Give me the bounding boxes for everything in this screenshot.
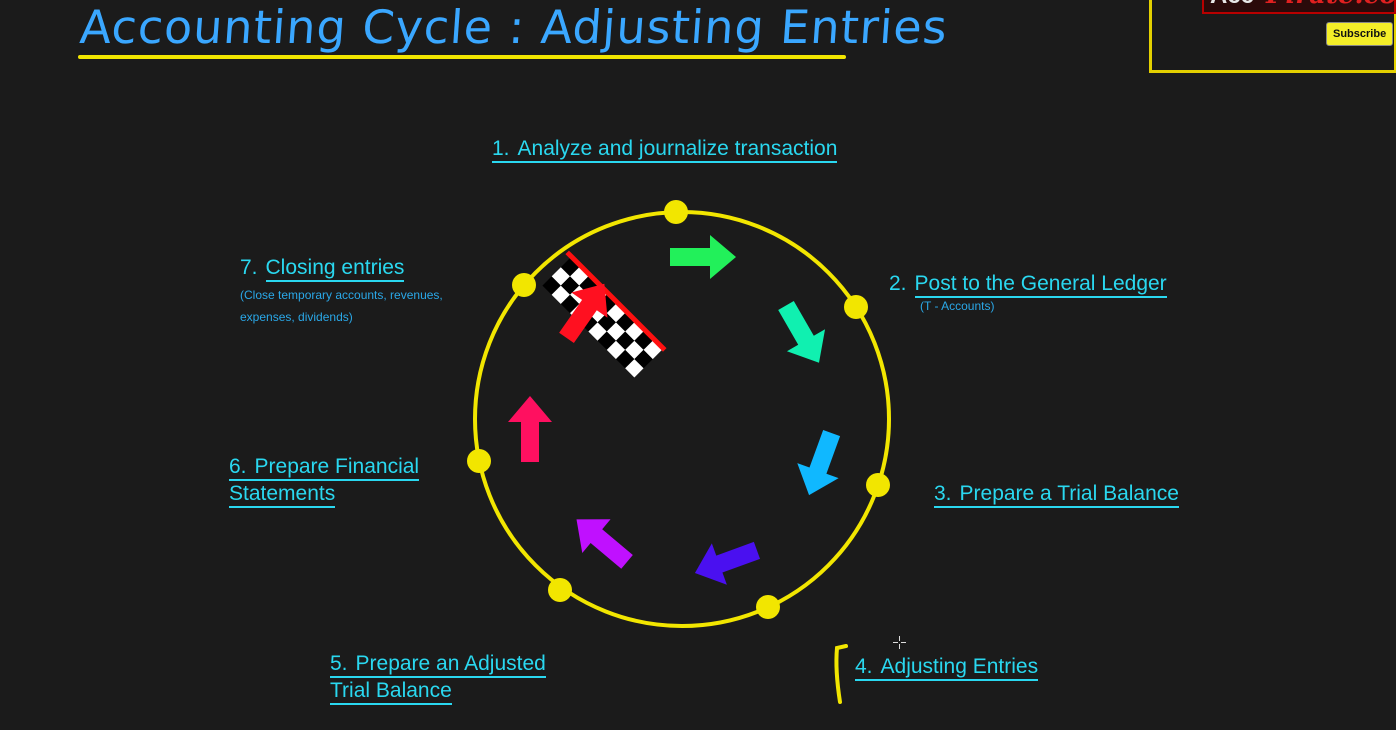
- logo-script: Pirate.com: [1266, 0, 1394, 10]
- step-1-label: 1.Analyze and journalize transaction: [492, 137, 838, 163]
- flow-arrow-icon: [797, 429, 841, 496]
- cycle-node-7: [512, 273, 536, 297]
- step-2-label: 2.Post to the General Ledger: [889, 272, 1167, 298]
- cycle-node-3: [866, 473, 890, 497]
- cursor-crosshair-icon: [893, 636, 906, 649]
- step-7-label: 7.Closing entries: [240, 256, 405, 282]
- step-5-label: 5.Prepare an Adjusted Trial Balance: [330, 650, 546, 705]
- flag-square: [560, 258, 580, 277]
- channel-promo-box: Acc Pirate.com Subscribe: [1149, 0, 1396, 73]
- step-2-note: (T - Accounts): [920, 299, 995, 313]
- subscribe-button[interactable]: Subscribe: [1326, 22, 1394, 46]
- flow-arrow-icon: [559, 283, 608, 344]
- checkered-flag-icon: [542, 250, 667, 378]
- cycle-node-6: [467, 449, 491, 473]
- cycle-node-4: [756, 595, 780, 619]
- cycle-node-5: [548, 578, 572, 602]
- title-underline: [78, 55, 846, 59]
- flow-arrow-icon: [508, 396, 552, 462]
- flow-arrow-icon: [670, 235, 736, 279]
- channel-logo[interactable]: Acc Pirate.com: [1202, 0, 1396, 14]
- flow-arrow-icon: [778, 301, 826, 363]
- highlight-bracket: [834, 644, 848, 704]
- step-6-label: 6.Prepare Financial Statements: [229, 453, 420, 508]
- cycle-node-2: [844, 295, 868, 319]
- cycle-node-1: [664, 200, 688, 224]
- flow-arrow-icon: [576, 519, 633, 569]
- flow-arrow-icon: [694, 541, 761, 585]
- step-4-label: 4.Adjusting Entries: [855, 655, 1039, 681]
- step-3-label: 3.Prepare a Trial Balance: [934, 482, 1179, 508]
- step-7-note: (Close temporary accounts, revenues,expe…: [240, 288, 443, 324]
- logo-mark: Acc: [1210, 0, 1254, 10]
